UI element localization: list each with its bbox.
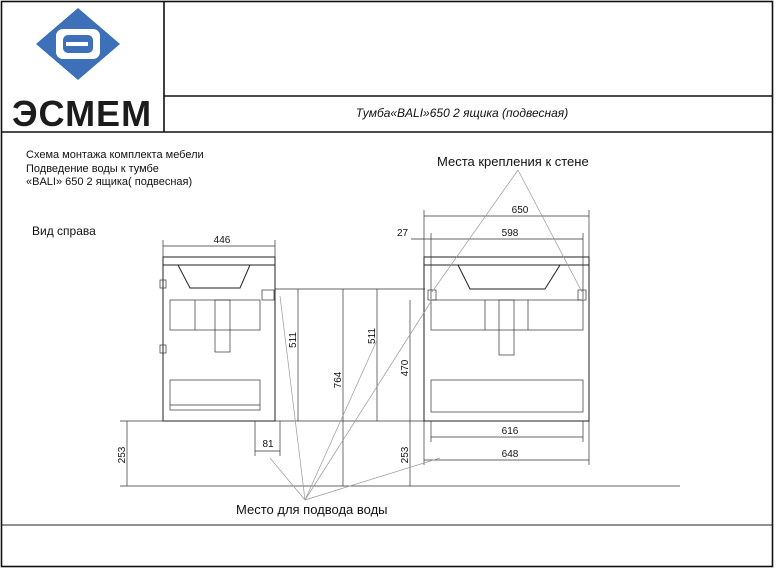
water-leader-3 [304,339,378,501]
dim-470-label: 470 [400,359,411,376]
front-upper-drawer [430,299,584,331]
front-body [423,264,590,422]
water-supply-label: Место для подвода воды [236,502,388,517]
dim-650-label: 650 [512,205,529,216]
dim-648-label: 648 [502,449,519,460]
wall-mount-leader-left [431,169,519,293]
side-wall-mount-bracket [261,289,275,301]
water-leader-5 [304,457,441,501]
logo-wordmark: ЭСМЕМ [12,93,152,134]
dim-446-label: 446 [214,235,231,246]
water-leader-1 [269,457,306,501]
side-siphon [214,299,231,353]
front-wall-mount-right [577,289,587,301]
product-title: Тумба«BALI»650 2 ящика (подвесная) [356,106,568,120]
dim-764-label: 764 [333,371,344,388]
dim-616-label: 616 [502,426,519,437]
front-siphon [498,299,515,356]
wall-mounts-label: Места крепления к стене [437,154,589,169]
front-basin [457,264,561,290]
dim-side-511-label: 511 [288,332,299,348]
side-basin [177,264,251,289]
dim-598-label: 598 [502,228,519,239]
dim-81-label: 81 [262,439,274,450]
dim-27-label: 27 [397,228,409,239]
wall-mount-leader-right [517,169,583,293]
note-line-1: Схема монтажа комплекта мебели [26,149,204,161]
company-logo-icon [36,8,120,80]
side-view-label: Вид справа [32,224,96,238]
dim-floor-253-right-label: 253 [400,446,411,463]
dim-mid-511-label: 511 [367,328,378,344]
side-view-cabinet [159,256,276,422]
note-line-3: «BALI» 650 2 ящика( подвесная) [26,176,192,188]
front-lower-drawer [430,379,584,413]
side-hinge-bottom [159,344,167,354]
logo-emblem-bar [66,42,88,46]
water-leader-2 [279,295,306,501]
water-leader-4 [304,299,433,501]
note-line-2: Подведение воды к тумбе [26,163,159,175]
side-hinge-top [159,279,167,289]
side-countertop [162,256,276,266]
front-view-cabinet [423,256,590,422]
side-lower-drawer [169,379,261,411]
dim-floor-253-left-label: 253 [117,446,128,463]
